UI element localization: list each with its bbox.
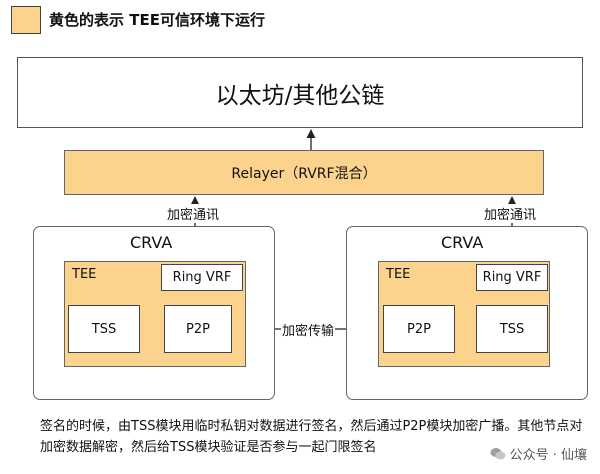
legend-text: 黄色的表示 TEE可信环境下运行 <box>49 11 265 29</box>
left-p2p-box: P2P <box>164 305 232 353</box>
right-p2p-label: P2P <box>407 321 431 337</box>
right-crva-title: CRVA <box>441 233 484 252</box>
left-ring-vrf-box: Ring VRF <box>161 264 243 291</box>
left-p2p-label: P2P <box>186 321 210 337</box>
right-ring-vrf-label: Ring VRF <box>482 270 542 285</box>
right-tss-box: TSS <box>476 305 548 353</box>
left-encrypted-comm-label: 加密通讯 <box>166 204 221 223</box>
right-tss-label: TSS <box>499 321 525 337</box>
left-tee-title: TEE <box>72 267 97 282</box>
right-ring-vrf-box: Ring VRF <box>476 264 548 291</box>
left-ring-vrf-label: Ring VRF <box>172 270 232 285</box>
relayer-label: Relayer（RVRF混合） <box>231 165 377 182</box>
caption-text: 签名的时候，由TSS模块用临时私钥对数据进行签名，然后通过P2P模块加密广播。其… <box>40 419 583 455</box>
legend-swatch <box>11 6 41 34</box>
wechat-icon <box>490 447 506 461</box>
left-tss-box: TSS <box>68 305 140 353</box>
blockchain-label: 以太坊/其他公链 <box>215 82 385 109</box>
right-p2p-box: P2P <box>383 305 455 353</box>
blockchain-box: 以太坊/其他公链 <box>17 57 583 128</box>
right-encrypted-comm-label: 加密通讯 <box>483 204 538 223</box>
p2p-link-label: 加密传输 <box>281 320 336 339</box>
relayer-box: Relayer（RVRF混合） <box>64 150 544 195</box>
left-tss-label: TSS <box>91 321 117 337</box>
right-tee-title: TEE <box>386 267 411 282</box>
watermark: 公众号 · 仙壤 <box>486 444 590 463</box>
watermark-text: 公众号 · 仙壤 <box>509 448 587 463</box>
left-crva-title: CRVA <box>130 233 173 252</box>
